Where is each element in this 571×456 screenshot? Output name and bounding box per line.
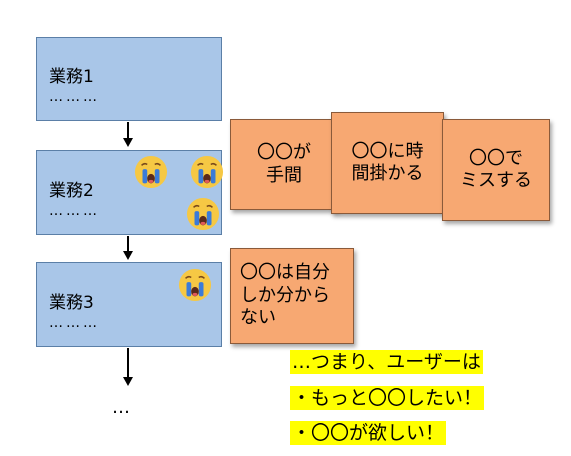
task-title: 業務1 [49, 67, 94, 87]
task-box-1: 業務1 ……… [36, 37, 222, 121]
summary-line: ・〇〇が欲しい！ [290, 421, 447, 445]
flow-arrow-head [123, 138, 133, 147]
flow-arrow [127, 236, 129, 252]
flow-arrow-head [123, 251, 133, 260]
sticky-note: 〇〇が 手間 [230, 119, 338, 210]
task-dots: ……… [49, 89, 100, 105]
task-dots: ……… [49, 315, 100, 331]
sticky-note: 〇〇に時 間掛かる [331, 112, 444, 214]
crying-face-icon [190, 155, 224, 189]
crying-face-icon [178, 268, 212, 302]
crying-face-icon [186, 197, 220, 231]
task-title: 業務3 [49, 293, 94, 313]
flow-arrow [127, 348, 129, 378]
flow-arrow [127, 122, 129, 140]
flow-arrow-head [123, 377, 133, 386]
sticky-note: 〇〇で ミスする [442, 119, 550, 221]
continuation-ellipsis: … [112, 397, 132, 418]
summary-line: …つまり、ユーザーは [290, 350, 483, 374]
sticky-note: 〇〇は自分 しか分から ない [230, 248, 354, 344]
task-dots: ……… [49, 203, 100, 219]
task-title: 業務2 [49, 181, 94, 201]
summary-line: ・もっと〇〇したい！ [290, 386, 485, 410]
crying-face-icon [134, 155, 168, 189]
